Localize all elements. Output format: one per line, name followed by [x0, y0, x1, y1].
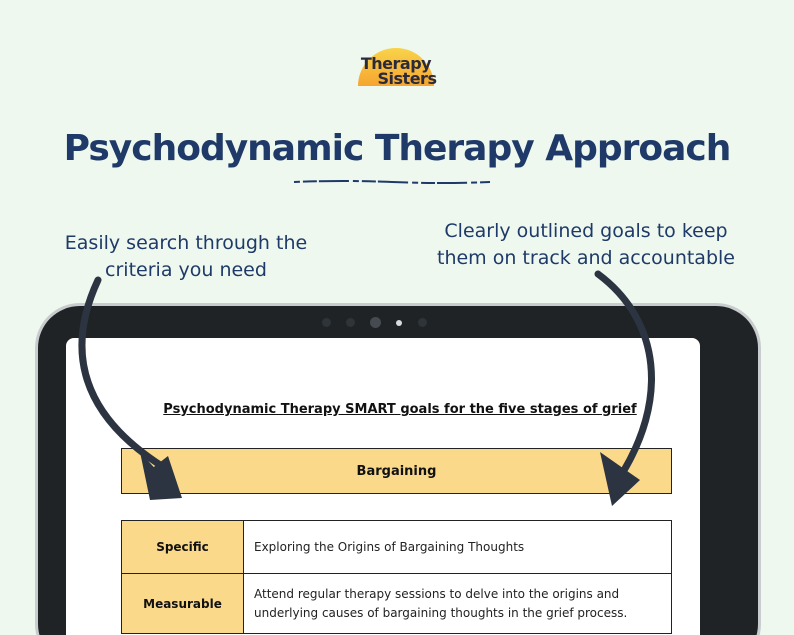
row-value: Attend regular therapy sessions to delve… [243, 573, 672, 634]
row-label: Measurable [121, 573, 244, 634]
sensor-dot-icon [346, 318, 355, 327]
logo-line-1: Therapy [360, 54, 432, 73]
table-row: Measurable Attend regular therapy sessio… [121, 573, 672, 634]
main-title: Psychodynamic Therapy Approach [63, 128, 732, 169]
logo-wordmark: Therapy Sisters [350, 54, 442, 88]
therapy-sisters-logo: Therapy Sisters [346, 44, 446, 96]
row-value: Exploring the Origins of Bargaining Thou… [243, 520, 672, 574]
camera-lens-icon [370, 317, 381, 328]
stage-header: Bargaining [121, 448, 672, 494]
indicator-light-icon [396, 320, 402, 326]
logo-line-2: Sisters [377, 69, 437, 88]
stage-label: Bargaining [356, 463, 437, 479]
document-title: Psychodynamic Therapy SMART goals for th… [163, 402, 637, 417]
table-row: Specific Exploring the Origins of Bargai… [121, 520, 672, 574]
smart-goals-table: Specific Exploring the Origins of Bargai… [121, 520, 672, 634]
sensor-dot-icon [418, 318, 427, 327]
callout-right: Clearly outlined goals to keep them on t… [437, 220, 735, 269]
callout-left: Easily search through the criteria you n… [64, 232, 308, 281]
title-underline-decoration [293, 180, 491, 184]
row-label: Specific [121, 520, 244, 574]
sensor-dot-icon [322, 318, 331, 327]
